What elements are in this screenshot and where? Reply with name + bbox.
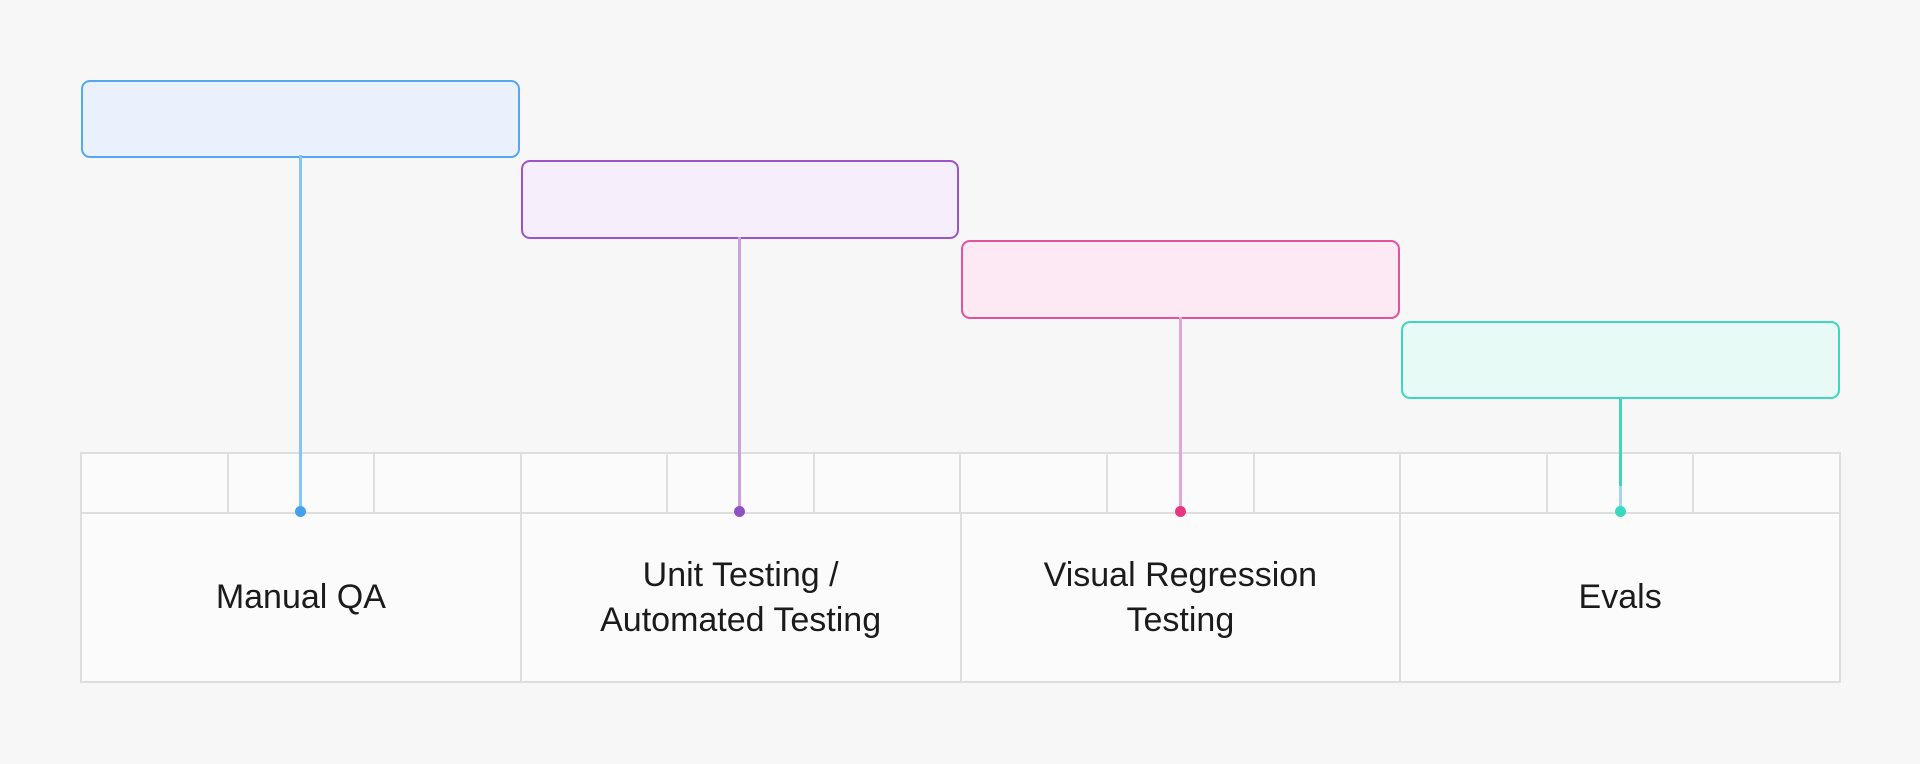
- timeline-table: Manual QA Unit Testing / Automated Testi…: [80, 452, 1841, 683]
- connector-line-unit-automated-testing: [738, 237, 741, 512]
- tick-cell: [521, 454, 669, 512]
- timeline-dot-unit-automated-testing: [734, 506, 745, 517]
- tick-cell: [375, 454, 522, 512]
- label-cell-evals: Evals: [1401, 514, 1839, 681]
- tick-cell: [82, 454, 229, 512]
- phase-box-evals: [1401, 321, 1840, 399]
- connector-line-visual-regression-testing: [1179, 317, 1182, 512]
- phase-box-visual-regression-testing: [961, 240, 1400, 319]
- connector-line-manual-qa: [299, 155, 302, 512]
- tick-cell: [668, 454, 815, 512]
- connector-line-evals: [1619, 397, 1622, 512]
- timeline-tick-row: [82, 454, 1839, 514]
- phase-box-unit-automated-testing: [521, 160, 959, 239]
- phase-label-visual-regression-testing: Visual Regression Testing: [1043, 555, 1318, 639]
- timeline-dot-visual-regression-testing: [1175, 506, 1186, 517]
- phase-label-manual-qa: Manual QA: [215, 578, 386, 616]
- phase-box-manual-qa: [81, 80, 520, 158]
- timeline-dot-evals: [1615, 506, 1626, 517]
- tick-cell: [1254, 454, 1402, 512]
- timeline-label-row: Manual QA Unit Testing / Automated Testi…: [82, 514, 1839, 681]
- phase-label-evals: Evals: [1578, 578, 1662, 616]
- timeline-dot-manual-qa: [295, 506, 306, 517]
- tick-cell: [814, 454, 962, 512]
- label-cell-visual-regression-testing: Visual Regression Testing: [961, 514, 1402, 681]
- label-cell-unit-automated-testing: Unit Testing / Automated Testing: [521, 514, 962, 681]
- tick-cell: [1401, 454, 1548, 512]
- label-cell-manual-qa: Manual QA: [82, 514, 522, 681]
- tick-cell: [1694, 454, 1839, 512]
- connector-line-evals-fade: [1619, 486, 1622, 512]
- phase-label-unit-automated-testing: Unit Testing / Automated Testing: [600, 555, 882, 639]
- tick-cell: [961, 454, 1109, 512]
